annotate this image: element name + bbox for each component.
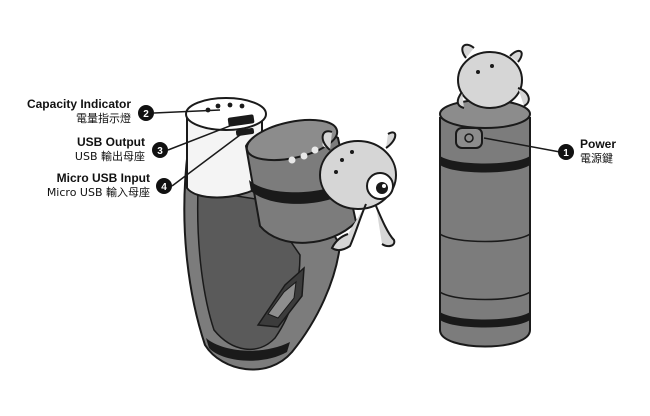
left-monster-figure bbox=[319, 130, 397, 252]
right-lower-line bbox=[439, 291, 531, 301]
callout-label-micro-usb-zh: Micro USB 輸入母座 bbox=[47, 185, 150, 199]
svg-text:2: 2 bbox=[143, 109, 149, 120]
leader-line-power bbox=[483, 137, 561, 153]
leader-line-usb-output bbox=[167, 121, 241, 151]
right-body bbox=[439, 117, 531, 348]
callout-badge-2: 2 bbox=[138, 105, 154, 121]
callout-label-capacity-en: Capacity Indicator bbox=[27, 97, 131, 111]
left-power-bank bbox=[183, 97, 397, 371]
callout-badge-3: 3 bbox=[152, 142, 168, 158]
left-cap-top bbox=[185, 97, 267, 131]
right-power-bank bbox=[439, 43, 531, 348]
left-head-band bbox=[249, 180, 348, 204]
callout-label-usb-output-en: USB Output bbox=[77, 135, 145, 149]
right-bottom-band bbox=[440, 312, 530, 328]
right-mid-line bbox=[439, 233, 531, 243]
right-upper-band bbox=[440, 156, 530, 173]
callout-label-usb-output-zh: USB 輸出母座 bbox=[75, 149, 145, 163]
callout-label-power-en: Power bbox=[580, 137, 616, 151]
power-button bbox=[455, 127, 483, 149]
callout-badge-4: 4 bbox=[156, 178, 172, 194]
callout-label-micro-usb-en: Micro USB Input bbox=[57, 171, 150, 185]
svg-text:1: 1 bbox=[563, 148, 569, 159]
left-panel-pattern-inner bbox=[267, 280, 297, 319]
leader-line-micro-usb bbox=[171, 131, 245, 187]
leader-line-capacity bbox=[153, 109, 221, 114]
callout-label-capacity-zh: 電量指示燈 bbox=[76, 111, 131, 125]
svg-text:4: 4 bbox=[161, 182, 167, 193]
svg-text:3: 3 bbox=[157, 146, 163, 157]
callout-label-power-zh: 電源鍵 bbox=[580, 151, 613, 165]
callout-badge-1: 1 bbox=[558, 144, 574, 160]
left-bottom-band bbox=[206, 338, 290, 361]
right-monster-figure bbox=[456, 43, 530, 109]
leader-lines bbox=[153, 109, 561, 187]
